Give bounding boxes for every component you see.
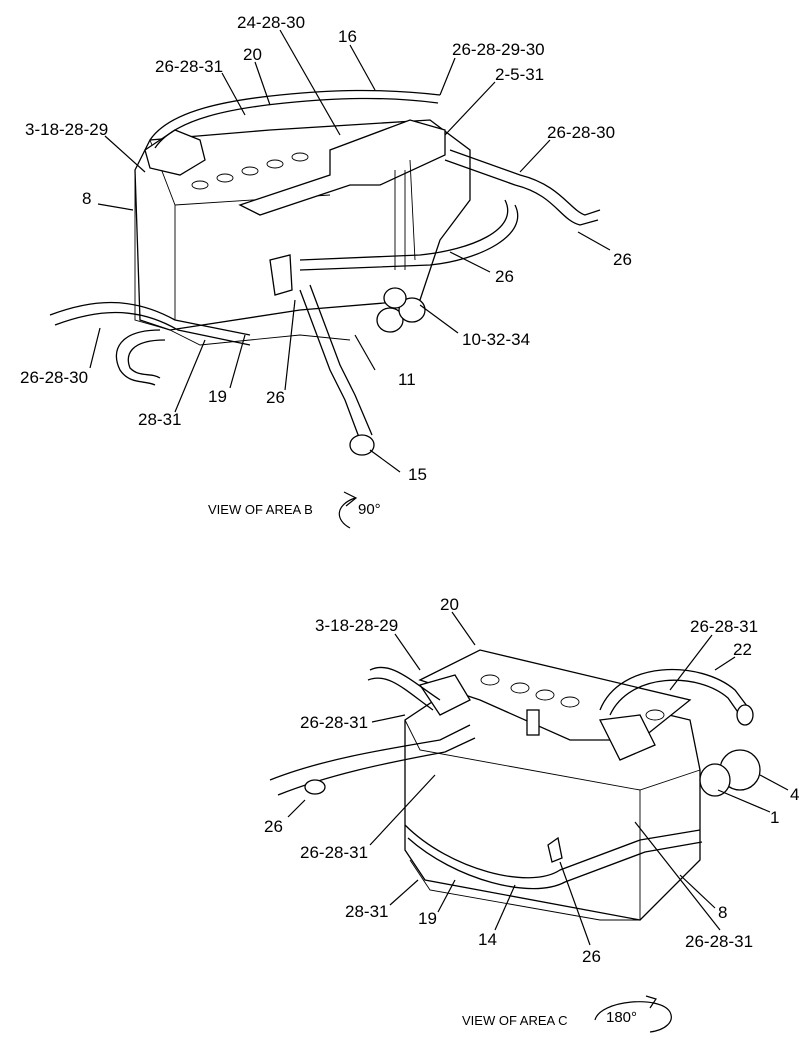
view-b-title: VIEW OF AREA B (208, 502, 313, 517)
view-c-rotation: 180° (606, 1009, 637, 1026)
callout-26-right: 26 (613, 250, 632, 269)
view-b-rotation: 90° (358, 501, 381, 518)
rotate-arrow-icon (594, 1001, 672, 1033)
callout-24-28-30: 24-28-30 (237, 13, 305, 32)
view-c-title: VIEW OF AREA C (462, 1013, 567, 1028)
callout-26-28-31-mid: 26-28-31 (300, 843, 368, 862)
callout-8: 8 (82, 189, 91, 208)
callout-28-31: 28-31 (138, 410, 181, 429)
callout-26-mid: 26 (495, 267, 514, 286)
view-b-callouts: 24-28-30 16 20 26-28-31 26-28-29-30 2-5-… (20, 13, 632, 484)
callout-26-28-31-bottom: 26-28-31 (685, 932, 753, 951)
callout-14: 14 (478, 930, 497, 949)
callout-26-28-31: 26-28-31 (155, 57, 223, 76)
callout-1: 1 (770, 808, 779, 827)
callout-19: 19 (208, 387, 227, 406)
callout-26-28-30-left: 26-28-30 (20, 368, 88, 387)
callout-26-28-30-right: 26-28-30 (547, 123, 615, 142)
callout-10-32-34: 10-32-34 (462, 330, 530, 349)
callout-20: 20 (440, 595, 459, 614)
callout-26-28-29-30: 26-28-29-30 (452, 40, 545, 59)
callout-26-28-31-top: 26-28-31 (690, 617, 758, 636)
callout-26-28-31-left: 26-28-31 (300, 713, 368, 732)
callout-2-5-31: 2-5-31 (495, 65, 544, 84)
callout-3-18-28-29: 3-18-28-29 (315, 616, 398, 635)
callout-19: 19 (418, 909, 437, 928)
callout-26: 26 (264, 817, 283, 836)
view-c-leaders (287, 611, 789, 946)
view-b-leaders (89, 29, 611, 473)
callout-28-31: 28-31 (345, 902, 388, 921)
view-c-caption: VIEW OF AREA C 180° (462, 995, 672, 1033)
callout-4: 4 (790, 785, 799, 804)
callout-15: 15 (408, 465, 427, 484)
view-b-drawing (49, 89, 601, 456)
callout-22: 22 (733, 640, 752, 659)
callout-20: 20 (243, 45, 262, 64)
view-c-callouts: 20 3-18-28-29 26-28-31 22 26-28-31 4 1 2… (264, 595, 799, 966)
callout-26-low: 26 (266, 388, 285, 407)
callout-11: 11 (398, 370, 416, 389)
callout-16: 16 (338, 27, 357, 46)
rotate-arrow-icon (338, 497, 356, 529)
callout-8: 8 (718, 903, 727, 922)
callout-3-18-28-29: 3-18-28-29 (25, 120, 108, 139)
view-c-drawing (269, 649, 761, 921)
view-b-caption: VIEW OF AREA B 90° (208, 491, 381, 529)
callout-26-bottom: 26 (582, 947, 601, 966)
